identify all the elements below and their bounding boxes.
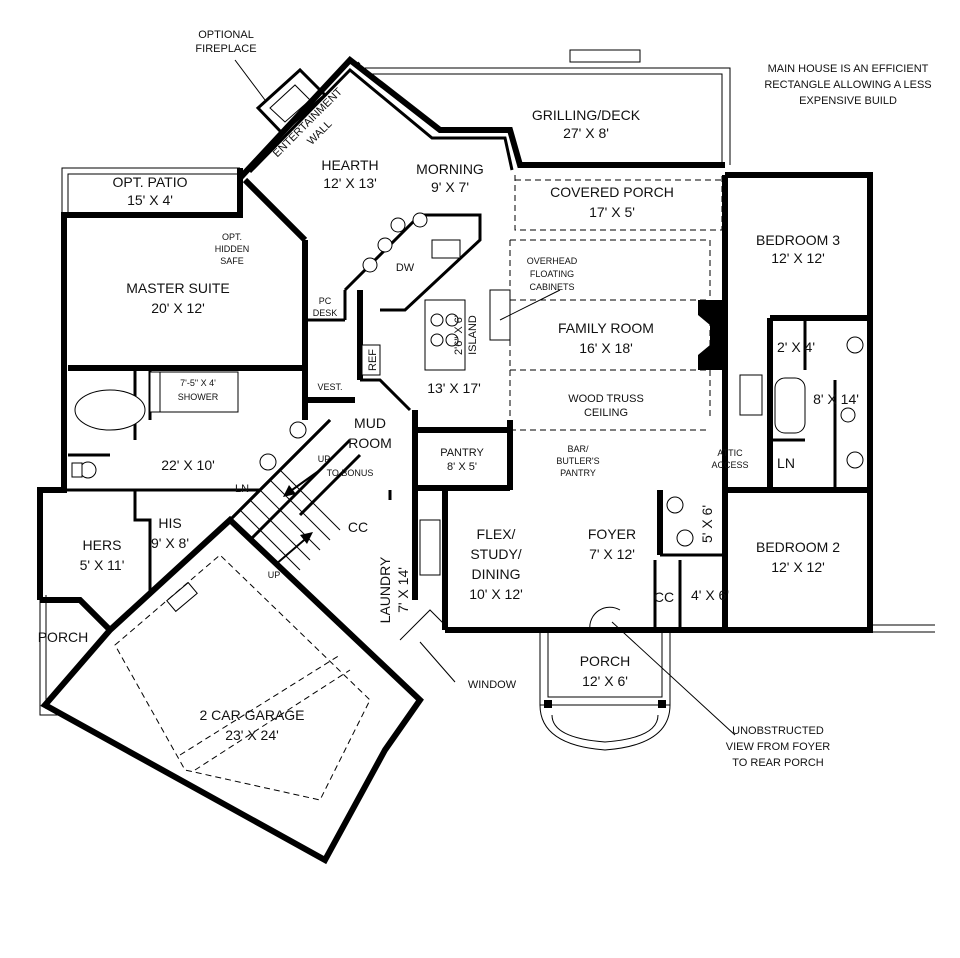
stairs xyxy=(213,418,362,581)
opt-patio-outline xyxy=(61,167,240,212)
up-label: UP xyxy=(268,570,281,580)
bar-label-3: PANTRY xyxy=(560,468,596,478)
interior-walls xyxy=(68,177,870,630)
opt-patio-dim: 15' X 4' xyxy=(127,192,173,208)
fireplace xyxy=(698,300,725,370)
closet-2x4-dim: 2' X 4' xyxy=(777,339,815,355)
grilling-name: GRILLING/DECK xyxy=(532,107,641,123)
front-porch xyxy=(539,606,671,751)
cc-label-1: CC xyxy=(348,519,368,535)
note-efficient-3: EXPENSIVE BUILD xyxy=(799,95,897,107)
grilling-deck-outline xyxy=(357,49,731,165)
master-dim: 20' X 12' xyxy=(151,300,205,316)
dw-label: DW xyxy=(396,262,415,274)
ln-label-1: LN xyxy=(777,455,795,471)
attic-label-1: ATTIC xyxy=(717,448,743,458)
family-name: FAMILY ROOM xyxy=(558,320,654,336)
note-unobstructed-3: TO REAR PORCH xyxy=(732,757,824,769)
pantry-name: PANTRY xyxy=(440,447,484,459)
laundry-name: LAUNDRY xyxy=(377,556,393,623)
optional-fireplace xyxy=(255,67,328,136)
ln-label-2: LN xyxy=(235,483,249,495)
bar-label-2: BUTLER'S xyxy=(556,456,599,466)
grilling-dim: 27' X 8' xyxy=(563,125,609,141)
mud-name2: ROOM xyxy=(348,435,392,451)
garage xyxy=(40,418,424,865)
attic-label-2: ACCESS xyxy=(711,460,748,470)
hearth-dim: 12' X 13' xyxy=(323,175,377,191)
mud-name: MUD xyxy=(354,415,386,431)
note-unobstructed-2: VIEW FROM FOYER xyxy=(726,741,831,753)
garage-dim: 23' X 24' xyxy=(225,727,279,743)
bedroom3-dim: 12' X 12' xyxy=(771,250,825,266)
master-name: MASTER SUITE xyxy=(126,280,229,296)
right-extension xyxy=(870,624,935,633)
shower-label-1: 7'-5" X 4' xyxy=(180,378,216,388)
hers-dim: 5' X 11' xyxy=(80,557,125,573)
garage-name: 2 CAR GARAGE xyxy=(199,707,304,723)
note-window: WINDOW xyxy=(468,679,517,691)
safe-label-2: HIDDEN xyxy=(215,244,250,254)
covered-porch-name: COVERED PORCH xyxy=(550,184,674,200)
overhead-label-3: CABINETS xyxy=(529,282,574,292)
flex-name: FLEX/ xyxy=(477,526,516,542)
foyer-name: FOYER xyxy=(588,526,636,542)
porch-front-name: PORCH xyxy=(580,653,631,669)
his-name: HIS xyxy=(158,515,181,531)
bedroom2-name: BEDROOM 2 xyxy=(756,539,840,555)
safe-label-3: SAFE xyxy=(220,256,244,266)
note-fireplace-1: OPTIONAL xyxy=(198,29,254,41)
bath-fixtures xyxy=(71,336,864,576)
note-efficient-2: RECTANGLE ALLOWING A LESS xyxy=(764,79,931,91)
flex-name2: STUDY/ xyxy=(470,546,521,562)
note-fireplace-2: FIREPLACE xyxy=(195,43,256,55)
island-label-2: ISLAND xyxy=(467,315,479,355)
family-dim: 16' X 18' xyxy=(579,340,633,356)
ref-label: REF xyxy=(367,349,379,371)
hearth-name: HEARTH xyxy=(321,157,378,173)
pc-desk-label-1: PC xyxy=(319,296,332,306)
bedroom3-name: BEDROOM 3 xyxy=(756,232,840,248)
overhead-label-1: OVERHEAD xyxy=(527,256,578,266)
his-dim: 9' X 8' xyxy=(151,535,189,551)
foyer-dim: 7' X 12' xyxy=(589,546,635,562)
laundry-dim: 7' X 14' xyxy=(395,567,411,613)
pc-desk-label-2: DESK xyxy=(313,308,338,318)
overhead-label-2: FLOATING xyxy=(530,269,574,279)
kitchen-fixtures xyxy=(343,212,711,431)
laundry-window xyxy=(399,609,446,641)
opt-patio-name: OPT. PATIO xyxy=(113,174,188,190)
morning-dim: 9' X 7' xyxy=(431,179,469,195)
closet-5x6-dim: 5' X 6' xyxy=(699,505,715,543)
vest-label: VEST. xyxy=(317,382,342,392)
note-unobstructed-1: UNOBSTRUCTED xyxy=(732,725,824,737)
island-label-1: 2'6" X 6' xyxy=(453,315,465,355)
up-to-bonus-2: TO BONUS xyxy=(327,468,374,478)
bath2-dim: 8' X 14' xyxy=(813,391,859,407)
covered-porch-dashed xyxy=(514,175,723,231)
covered-porch-dim: 17' X 5' xyxy=(589,204,635,220)
wood-truss-2: CEILING xyxy=(584,407,628,419)
safe-label-1: OPT. xyxy=(222,232,242,242)
bedroom2-dim: 12' X 12' xyxy=(771,559,825,575)
up-to-bonus-1: UP xyxy=(318,454,331,464)
pantry-dim: 8' X 5' xyxy=(447,461,477,473)
flex-dim: 10' X 12' xyxy=(469,586,523,602)
flex-name3: DINING xyxy=(472,566,521,582)
master-bath-dim: 22' X 10' xyxy=(161,457,215,473)
cc-label-2: CC xyxy=(654,589,674,605)
bar-label-1: BAR/ xyxy=(567,444,589,454)
closet-4x6-dim: 4' X 6' xyxy=(691,587,729,603)
shower-label-2: SHOWER xyxy=(178,392,219,402)
hers-name: HERS xyxy=(83,537,122,553)
note-efficient-1: MAIN HOUSE IS AN EFFICIENT xyxy=(768,63,929,75)
kitchen-dim: 13' X 17' xyxy=(427,380,481,396)
leader-lines xyxy=(234,59,736,736)
wood-truss-1: WOOD TRUSS xyxy=(568,393,644,405)
morning-name: MORNING xyxy=(416,161,484,177)
porch-front-dim: 12' X 6' xyxy=(582,673,628,689)
porch-side-name: PORCH xyxy=(38,629,89,645)
